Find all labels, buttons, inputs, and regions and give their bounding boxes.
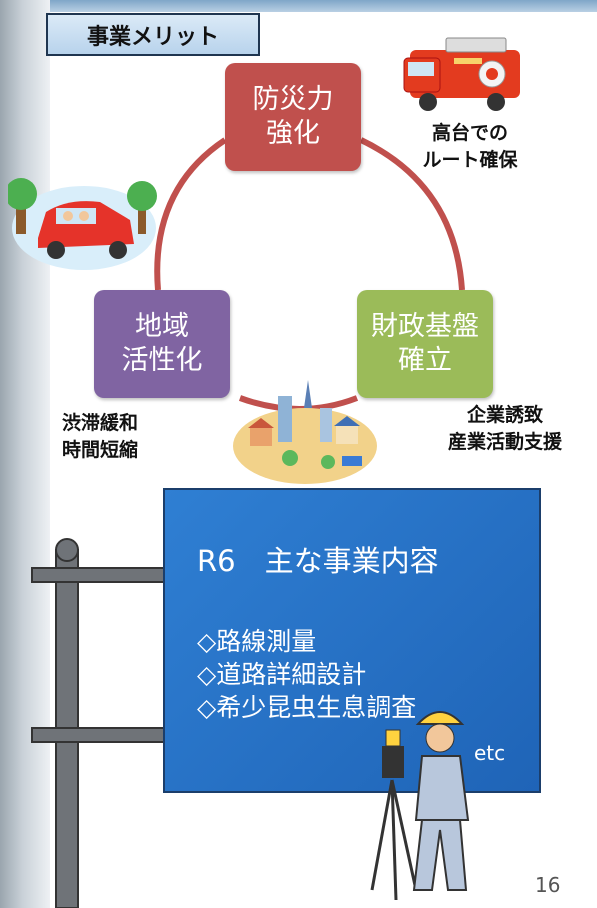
label-line2: 産業活動支援: [447, 431, 562, 453]
top-decor-band: [0, 0, 597, 12]
signpost-frame: [31, 538, 167, 908]
node-label-line2: 強化: [266, 118, 320, 149]
label-line1: 高台での: [431, 122, 508, 144]
label-line1: 企業誘致: [466, 404, 543, 426]
section-tag: 事業メリット: [46, 13, 260, 56]
town-icon: [233, 380, 377, 484]
node-label-line1: 財政基盤: [371, 311, 479, 342]
node-fiscal-foundation: 財政基盤 確立: [357, 290, 493, 398]
node-disaster-prevention: 防災力 強化: [225, 63, 361, 171]
node-label-line2: 活性化: [121, 345, 203, 376]
fire-truck-icon: [403, 37, 520, 111]
label-line1: 渋滞緩和: [61, 412, 138, 434]
section-tag-label: 事業メリット: [86, 24, 219, 50]
sign-item: ◇希少昆虫生息調査: [197, 693, 417, 722]
node-label-line1: 防災力: [252, 84, 334, 115]
surveyor-icon: [370, 711, 470, 901]
label-business: 企業誘致 産業活動支援: [430, 402, 580, 456]
node-regional-revitalization: 地域 活性化: [94, 290, 230, 398]
left-decor-band: [0, 0, 50, 908]
label-line2: 時間短縮: [61, 439, 138, 461]
node-label-line2: 確立: [398, 345, 452, 376]
sign-etc: etc: [474, 741, 506, 765]
label-line2: ルート確保: [422, 149, 518, 171]
sign-item: ◇道路詳細設計: [197, 660, 367, 689]
sign-title: R6 主な事業内容: [197, 544, 439, 578]
node-label-line1: 地域: [135, 311, 189, 342]
sign-item: ◇路線測量: [197, 627, 317, 656]
label-route-security: 高台での ルート確保: [400, 120, 540, 174]
family-car-icon: [8, 178, 157, 270]
page-number: 16: [535, 873, 561, 897]
label-traffic: 渋滞緩和 時間短縮: [40, 410, 160, 464]
info-signboard: R6 主な事業内容 ◇路線測量 ◇道路詳細設計 ◇希少昆虫生息調査 etc: [163, 488, 541, 793]
